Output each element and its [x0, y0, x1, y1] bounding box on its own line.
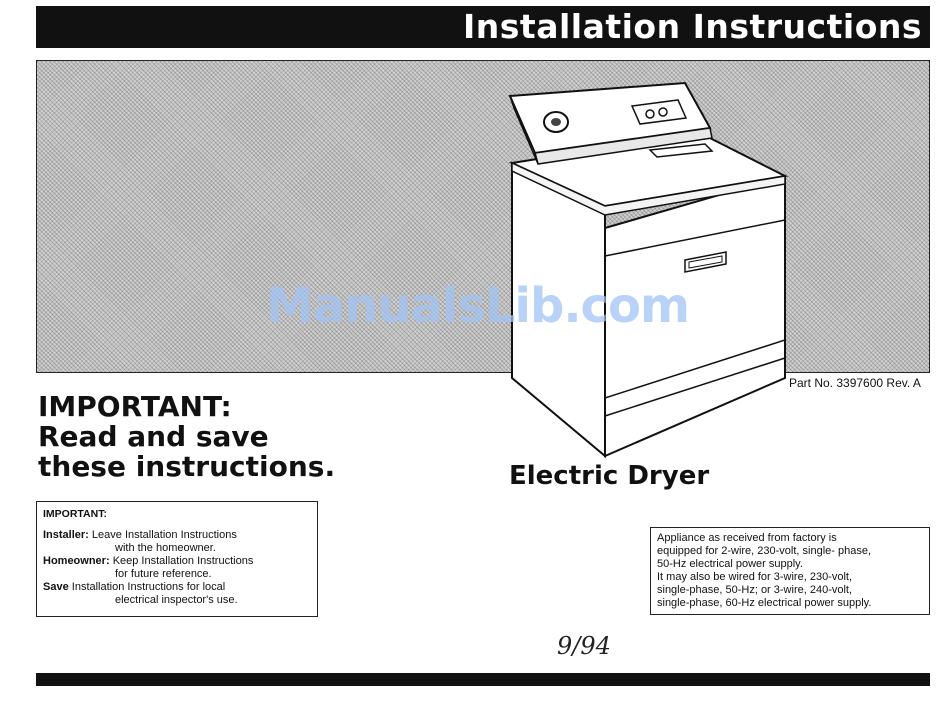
important-heading: IMPORTANT: Read and save these instructi… [38, 392, 335, 482]
notice-heading: IMPORTANT: [43, 508, 107, 520]
installer-text: with the homeowner. [115, 542, 216, 554]
homeowner-label: Homeowner: [43, 555, 110, 567]
page-title: Installation Instructions [463, 7, 922, 46]
power-line: Appliance as received from factory is [657, 532, 837, 544]
header-bar: Installation Instructions [36, 6, 930, 48]
power-supply-box: Appliance as received from factory is eq… [650, 527, 930, 615]
product-title: Electric Dryer [509, 461, 710, 491]
power-line: It may also be wired for 3-wire, 230-vol… [657, 571, 853, 583]
homeowner-text: for future reference. [115, 568, 212, 580]
footer-bar [36, 673, 930, 686]
power-line: equipped for 2-wire, 230-volt, single- p… [657, 545, 872, 557]
important-heading-line: these instructions. [38, 450, 336, 483]
installer-note: Installer: Leave Installation Instructio… [43, 529, 311, 555]
installer-label: Installer: [43, 529, 89, 541]
homeowner-text: Keep Installation Instructions [112, 555, 254, 567]
watermark: ManualsLib.com [266, 278, 690, 334]
save-label: Save [43, 581, 69, 593]
important-heading-line: Read and save [38, 420, 269, 453]
homeowner-note: Homeowner: Keep Installation Instruction… [43, 555, 311, 581]
save-text: Installation Instructions for local [71, 581, 226, 593]
power-line: single-phase, 60-Hz electrical power sup… [657, 597, 872, 609]
installer-text: Leave Installation Instructions [91, 529, 237, 541]
part-number: Part No. 3397600 Rev. A [789, 376, 921, 390]
handwritten-date: 9/94 [557, 632, 611, 660]
dryer-illustration [508, 81, 789, 458]
important-heading-line: IMPORTANT: [38, 390, 232, 423]
save-text: electrical inspector's use. [115, 594, 238, 606]
power-line: 50-Hz electrical power supply. [657, 558, 803, 570]
important-notice-box: IMPORTANT: Installer: Leave Installation… [36, 501, 318, 617]
save-note: Save Installation Instructions for local… [43, 581, 311, 607]
power-line: single-phase, 50-Hz; or 3-wire, 240-volt… [657, 584, 853, 596]
